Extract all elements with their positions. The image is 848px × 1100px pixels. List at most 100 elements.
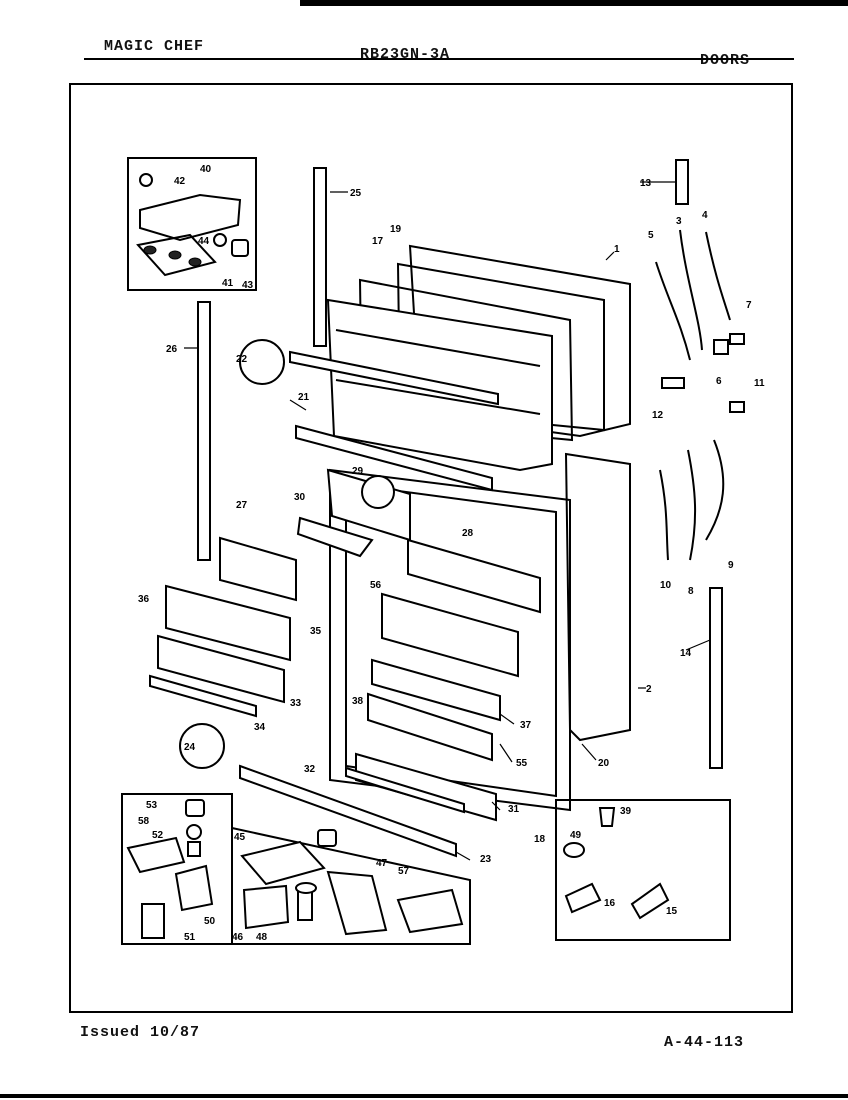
part-cover-15: [630, 882, 670, 920]
label-21: 21: [298, 392, 310, 403]
brand-title: MAGIC CHEF: [104, 38, 205, 55]
label-23: 23: [480, 854, 492, 865]
part-cover-16: [564, 882, 602, 914]
part-cover-9: [705, 439, 725, 541]
label-19: 19: [390, 224, 402, 235]
header-rule: [84, 58, 794, 60]
part-plate-57: [396, 888, 464, 934]
top-border-bar: [300, 0, 848, 6]
label-31: 31: [508, 804, 520, 815]
label-48: 48: [256, 932, 268, 943]
part-shim-41: [136, 233, 217, 277]
part-strip-26: [197, 301, 211, 561]
label-7: 7: [746, 300, 752, 311]
part-detail-circle-22: [239, 339, 285, 385]
part-dairy-door-55: [367, 692, 493, 762]
label-3: 3: [676, 216, 682, 227]
part-pin-48: [297, 889, 313, 921]
label-36: 36: [138, 594, 150, 605]
label-45: 45: [234, 832, 246, 843]
label-6: 6: [716, 376, 722, 387]
label-33: 33: [290, 698, 302, 709]
label-15: 15: [666, 906, 678, 917]
part-detail-circle-24: [179, 723, 225, 769]
inset-top-hinge-box: [127, 157, 257, 291]
label-4: 4: [702, 210, 708, 221]
part-breaker-strip-22: [289, 350, 499, 406]
part-plug-39: [598, 807, 616, 827]
part-strip-14: [709, 587, 723, 769]
label-43: 43: [242, 280, 254, 291]
part-breaker-strip-23: [239, 764, 457, 858]
section-title: DOORS: [700, 52, 751, 69]
label-49: 49: [570, 830, 582, 841]
label-8: 8: [688, 586, 694, 597]
part-cover-30: [296, 516, 374, 558]
label-1: 1: [614, 244, 620, 255]
label-5: 5: [648, 230, 654, 241]
part-bushing-53: [185, 799, 205, 817]
label-29: 29: [352, 466, 364, 477]
part-bin-27: [219, 536, 297, 602]
part-cover-3: [679, 229, 703, 351]
issued-date: Issued 10/87: [80, 1024, 201, 1041]
part-bushing-43: [231, 239, 249, 257]
part-hinge-50: [174, 864, 214, 912]
label-28: 28: [462, 528, 474, 539]
part-bushing-43b: [317, 829, 337, 847]
part-bin-36: [165, 584, 291, 662]
label-53: 53: [146, 800, 158, 811]
bottom-border-bar: [0, 1094, 848, 1098]
label-57: 57: [398, 866, 410, 877]
part-bracket-58: [126, 836, 186, 874]
part-shim-46: [242, 884, 290, 930]
part-washer-34: [186, 824, 202, 840]
label-16: 16: [604, 898, 616, 909]
part-screw-42: [139, 173, 153, 187]
label-13: 13: [640, 178, 652, 189]
label-27: 27: [236, 500, 248, 511]
label-39: 39: [620, 806, 632, 817]
part-trim-34: [149, 674, 257, 718]
label-12: 12: [652, 410, 664, 421]
label-25: 25: [350, 188, 362, 199]
label-24: 24: [184, 742, 196, 753]
label-58: 58: [138, 816, 150, 827]
part-cover-5: [655, 261, 691, 361]
inset-bottom-middle-box: [231, 826, 471, 945]
part-hinge-plate-45: [240, 840, 326, 886]
part-bin-31: [355, 752, 497, 822]
part-gasket-20: [345, 482, 557, 798]
label-42: 42: [174, 176, 186, 187]
part-washer-44b: [295, 882, 317, 894]
label-51: 51: [184, 932, 196, 943]
part-cover-4: [705, 231, 731, 321]
label-44: 44: [198, 236, 210, 247]
part-cap-12: [661, 377, 685, 389]
part-fresh-door-2: [564, 452, 631, 742]
label-26: 26: [166, 344, 178, 355]
label-55: 55: [516, 758, 528, 769]
part-plug-49: [563, 842, 585, 858]
part-cover-8: [687, 449, 697, 561]
part-cap-7: [729, 333, 745, 345]
label-50: 50: [204, 916, 216, 927]
part-hinge-51: [141, 903, 165, 939]
label-30: 30: [294, 492, 306, 503]
part-cap-11: [729, 401, 745, 413]
label-22: 22: [236, 354, 248, 365]
part-shelf-37: [371, 658, 501, 722]
label-35: 35: [310, 626, 322, 637]
part-washer-44: [213, 233, 227, 247]
part-hinge-plate-40: [139, 193, 242, 242]
part-bin-33: [157, 634, 285, 704]
label-17: 17: [372, 236, 384, 247]
diagram-frame: [69, 83, 793, 1013]
label-32: 32: [304, 764, 316, 775]
label-46: 46: [232, 932, 244, 943]
part-pin-52: [187, 841, 201, 857]
label-47: 47: [376, 858, 388, 869]
inset-bottom-right-box: [555, 799, 731, 941]
label-14: 14: [680, 648, 692, 659]
